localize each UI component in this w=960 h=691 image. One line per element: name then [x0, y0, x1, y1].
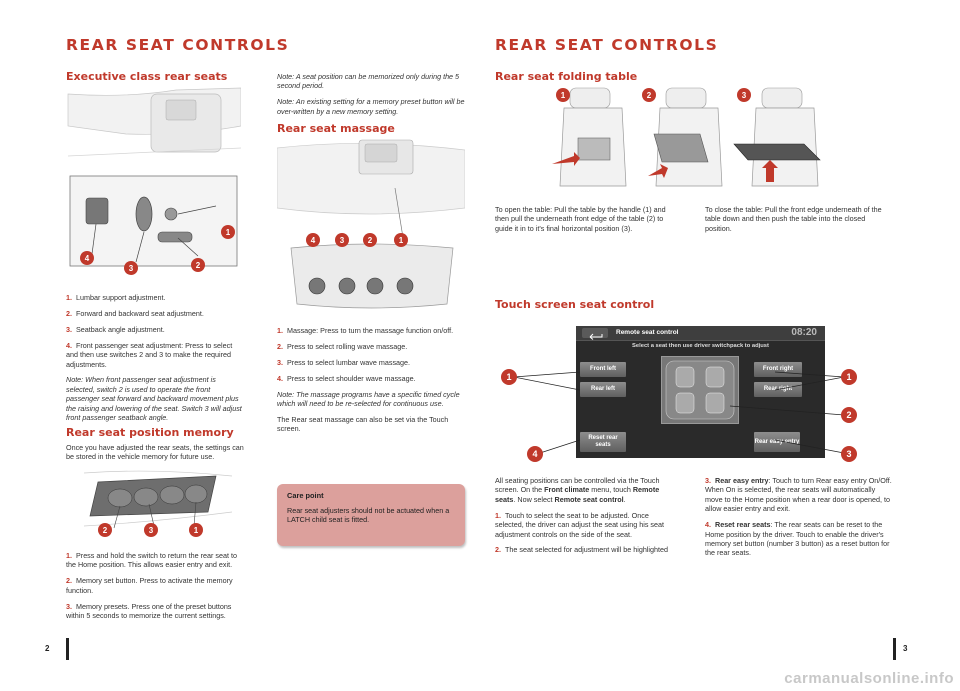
- memory-text-block: 1.Press and hold the switch to return th…: [66, 551, 246, 627]
- car-seat-map: [661, 356, 739, 424]
- memory-note-1: Note: A seat position can be memorized o…: [277, 72, 460, 91]
- touch-screen-display: Remote seat control 08:20 Select a seat …: [576, 326, 825, 458]
- footer-bar-left: [66, 638, 69, 660]
- massage-drawing: [276, 139, 466, 309]
- memory-notes: Note: A seat position can be memorized o…: [277, 72, 465, 123]
- callout-touch-2: 2: [841, 407, 857, 423]
- care-point-text: Rear seat adjusters should not be actuat…: [287, 506, 450, 525]
- massage-item-3: 3.Press to select lumbar wave massage.: [277, 357, 411, 367]
- massage-illustration: 4 3 2 1: [276, 138, 466, 316]
- callout-exec-1: 1: [221, 225, 235, 239]
- memory-intro: Once you have adjusted the rear seats, t…: [66, 443, 244, 462]
- section-heading-folding: Rear seat folding table: [495, 70, 638, 83]
- car-seats-icon: [665, 360, 735, 420]
- memory-item-2: 2.Memory set button. Press to activate t…: [66, 576, 233, 595]
- section-heading-touch: Touch screen seat control: [495, 298, 655, 311]
- folding-table-drawing: [552, 87, 821, 187]
- callout-folding-2: 2: [642, 88, 656, 102]
- watermark: carmanualsonline.info: [784, 670, 954, 687]
- touch-text-left: All seating positions can be controlled …: [495, 476, 675, 561]
- exec-item-4: 4.Front passenger seat adjustment: Press…: [66, 340, 233, 369]
- callout-folding-1: 1: [556, 88, 570, 102]
- callout-massage-4: 4: [306, 233, 320, 247]
- massage-text-block: 1.Massage: Press to turn the massage fun…: [277, 326, 465, 440]
- touch-intro: All seating positions can be controlled …: [495, 476, 660, 504]
- page-title-left: REAR SEAT CONTROLS: [66, 36, 290, 54]
- back-button[interactable]: [582, 328, 608, 340]
- exec-item-3: 3.Seatback angle adjustment.: [66, 324, 165, 334]
- exec-text-block: 1.Lumbar support adjustment. 2.Forward a…: [66, 293, 244, 429]
- touch-screen-header: Remote seat control 08:20: [576, 326, 825, 341]
- touch-item-2: 2.The seat selected for adjustment will …: [495, 545, 669, 555]
- folding-open-text: To open the table: Pull the table by the…: [495, 205, 666, 233]
- callout-massage-1: 1: [394, 233, 408, 247]
- callout-exec-3: 3: [124, 261, 138, 275]
- massage-item-1: 1.Massage: Press to turn the massage fun…: [277, 326, 454, 335]
- folding-table-illustration: 1 2 3: [530, 86, 830, 196]
- touch-screen-clock: 08:20: [791, 327, 817, 338]
- callout-massage-2: 2: [363, 233, 377, 247]
- back-arrow-icon: [589, 333, 603, 340]
- memory-item-1: 1.Press and hold the switch to return th…: [66, 551, 238, 570]
- front-left-button[interactable]: Front left: [580, 362, 626, 377]
- care-point-title: Care point: [287, 491, 324, 500]
- rear-easy-entry-button[interactable]: Rear easy entry: [754, 432, 800, 452]
- page-title-right: REAR SEAT CONTROLS: [495, 36, 719, 54]
- callout-exec-2: 2: [191, 258, 205, 272]
- massage-note: Note: The massage programs have a specif…: [277, 389, 460, 409]
- page-number-left: 2: [45, 644, 50, 653]
- callout-touch-1-left: 1: [501, 369, 517, 385]
- callout-memory-1: 1: [189, 523, 203, 537]
- callout-touch-3: 3: [841, 446, 857, 462]
- exec-seat-drawing: [67, 87, 242, 267]
- reset-rear-seats-button[interactable]: Reset rear seats: [580, 432, 626, 452]
- massage-extra: The Rear seat massage can also be set vi…: [277, 414, 449, 434]
- touch-text-right: 3.Rear easy entry: Touch to turn Rear ea…: [705, 476, 893, 564]
- touch-callout-lines: [513, 371, 845, 454]
- folding-close-text: To close the table: Pull the front edge …: [705, 205, 882, 233]
- section-heading-memory: Rear seat position memory: [66, 426, 234, 439]
- section-heading-exec: Executive class rear seats: [66, 70, 228, 83]
- memory-switch-illustration: 2 3 1: [83, 468, 234, 546]
- exec-seat-illustration: 1 2 3 4: [66, 86, 242, 275]
- touch-screen-title: Remote seat control: [616, 329, 679, 336]
- callout-exec-4: 4: [80, 251, 94, 265]
- callout-memory-3: 3: [144, 523, 158, 537]
- touch-item-4: 4.Reset rear seats: The rear seats can b…: [705, 520, 890, 558]
- footer-bar-right: [893, 638, 896, 660]
- exec-item-2: 2.Forward and backward seat adjustment.: [66, 308, 204, 318]
- massage-item-2: 2.Press to select rolling wave massage.: [277, 341, 408, 351]
- rear-left-button[interactable]: Rear left: [580, 382, 626, 397]
- section-heading-massage: Rear seat massage: [277, 122, 395, 135]
- touch-item-3: 3.Rear easy entry: Touch to turn Rear ea…: [705, 476, 892, 514]
- callout-folding-3: 3: [737, 88, 751, 102]
- memory-item-3: 3.Memory presets. Press one of the prese…: [66, 601, 232, 621]
- care-point-box: Care point Rear seat adjusters should no…: [277, 484, 465, 546]
- callout-memory-2: 2: [98, 523, 112, 537]
- callout-touch-4: 4: [527, 446, 543, 462]
- callout-touch-1-right: 1: [841, 369, 857, 385]
- callout-massage-3: 3: [335, 233, 349, 247]
- page-number-right: 3: [903, 644, 908, 653]
- memory-note-2: Note: An existing setting for a memory p…: [277, 97, 465, 116]
- touch-item-1: 1.Touch to select the seat to be adjuste…: [495, 510, 665, 539]
- exec-note: Note: When front passenger seat adjustme…: [66, 375, 242, 423]
- massage-item-4: 4.Press to select shoulder wave massage.: [277, 373, 416, 383]
- touch-screen-instruction: Select a seat then use driver switchpack…: [632, 343, 769, 349]
- exec-item-1: 1.Lumbar support adjustment.: [66, 293, 166, 302]
